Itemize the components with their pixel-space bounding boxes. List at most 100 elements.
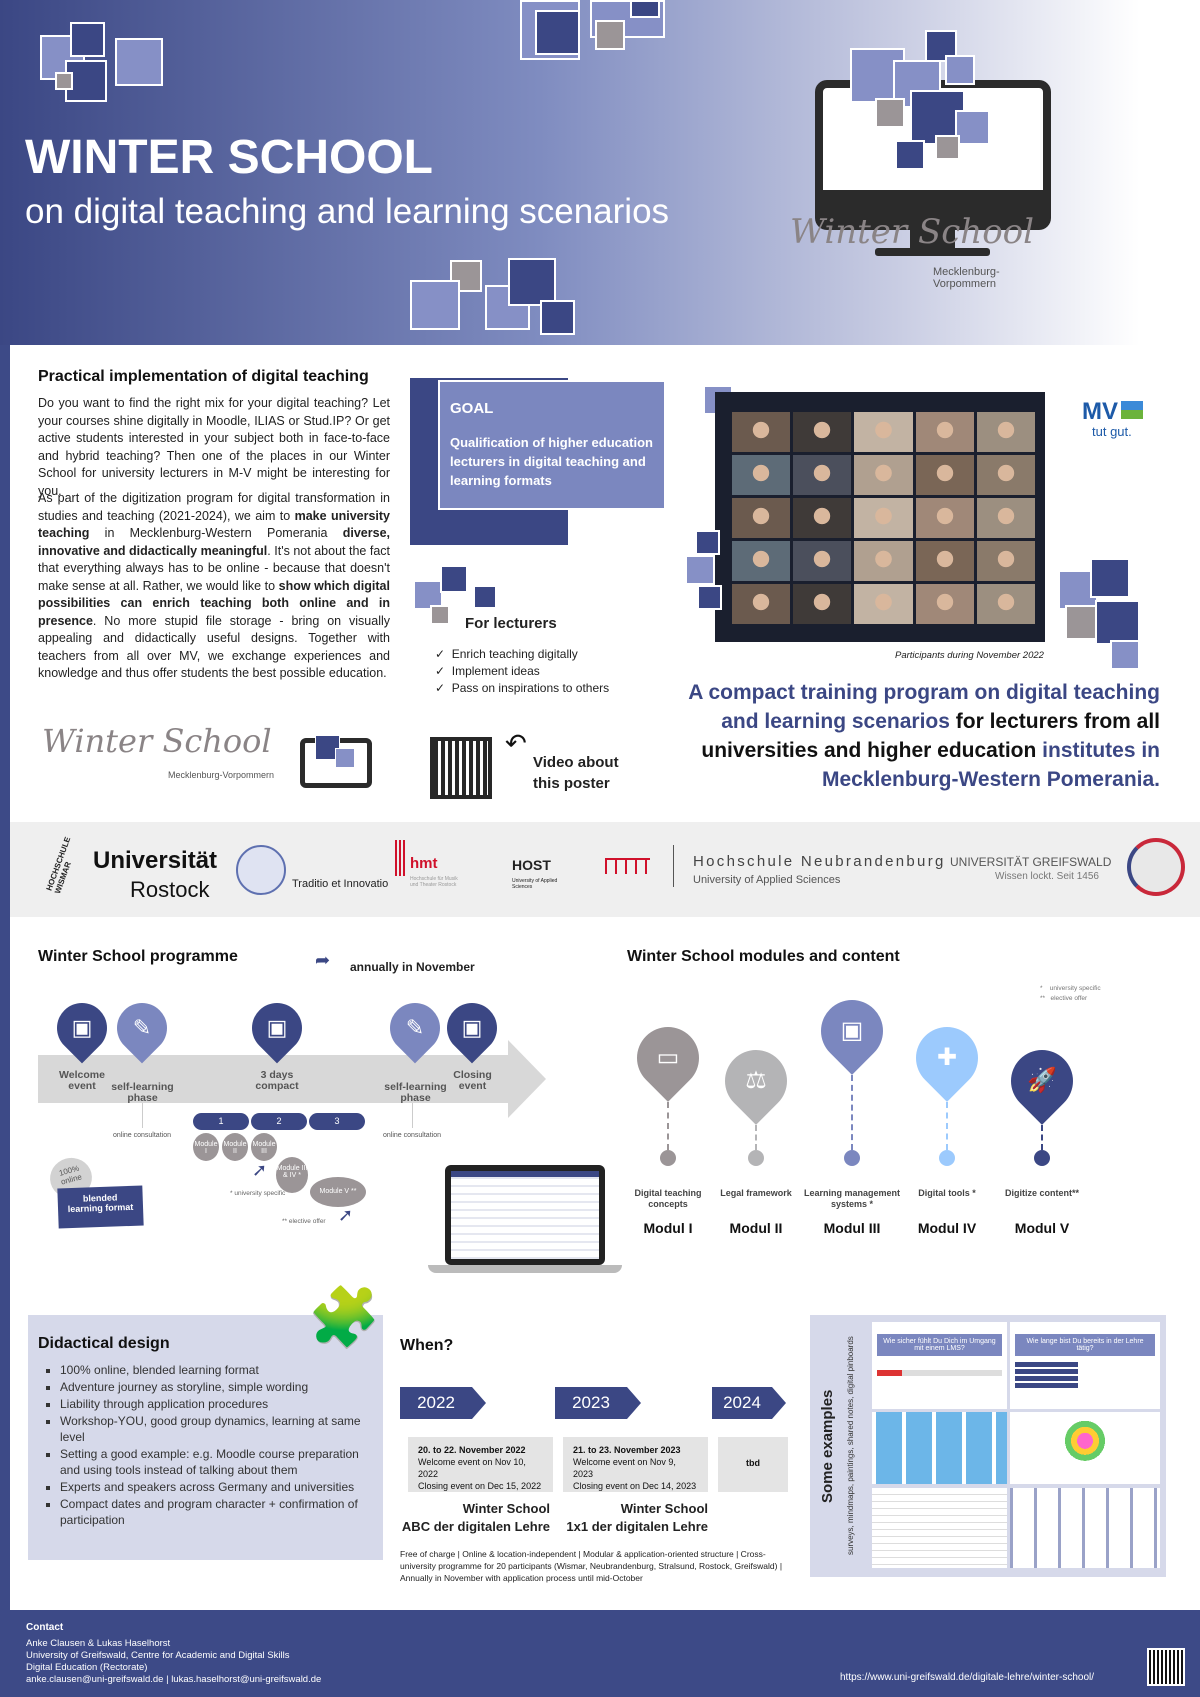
participant-tile xyxy=(976,498,1035,538)
connector xyxy=(412,1103,413,1128)
puzzle-icon: ✚ xyxy=(936,1044,958,1071)
decor-square xyxy=(473,585,497,609)
decor-square xyxy=(1110,640,1140,670)
decor-square xyxy=(595,20,625,50)
participant-tile xyxy=(854,584,913,624)
participant-tile xyxy=(732,541,791,581)
participant-tile xyxy=(732,455,791,495)
timeline-arrow xyxy=(38,1055,508,1103)
logo-region: Mecklenburg-Vorpommern xyxy=(933,266,1000,290)
video-meeting-icon: ▣ xyxy=(840,1017,864,1044)
intro-paragraph-2: As part of the digitization program for … xyxy=(38,491,391,680)
decor-square xyxy=(508,258,556,306)
year-arrow xyxy=(627,1387,641,1419)
module-badge: Module I xyxy=(193,1133,219,1161)
goal-box: GOAL Qualification of higher education l… xyxy=(438,380,666,510)
example-mindmap xyxy=(872,1412,1007,1484)
contact-org: University of Greifswald, Centre for Aca… xyxy=(26,1650,290,1661)
goal-title: GOAL xyxy=(450,400,494,417)
step-self-learning: self-learning phase xyxy=(111,1081,174,1104)
logo-uni-rostock-2: Rostock xyxy=(130,877,210,902)
decor-square xyxy=(1090,558,1130,598)
logo-uni-greifswald: UNIVERSITÄT GREIFSWALD xyxy=(950,855,1112,869)
module-label: Digital tools *Modul IV xyxy=(897,1188,997,1236)
lecturers-item: ✓ Pass on inspirations to others xyxy=(435,681,610,695)
module-connector xyxy=(1041,1125,1043,1150)
logo-uni-rostock: Universität xyxy=(93,847,218,874)
didactic-item: Workshop-YOU, good group dynamics, learn… xyxy=(60,1413,370,1445)
didactic-item: Liability through application procedures xyxy=(60,1396,370,1412)
website-link[interactable]: https://www.uni-greifswald.de/digitale-l… xyxy=(840,1672,1095,1683)
lecturers-title: For lecturers xyxy=(465,615,557,632)
programme-heading: Winter School programme xyxy=(38,948,238,965)
monitor-icon xyxy=(300,735,372,788)
participant-tile xyxy=(854,412,913,452)
year-2024: 2024 xyxy=(712,1387,772,1419)
day-3: 3 xyxy=(309,1113,365,1130)
video-qr-code[interactable] xyxy=(430,737,492,799)
participant-tile xyxy=(854,541,913,581)
intro-paragraph-1: Do you want to find the right mix for yo… xyxy=(38,396,390,498)
host-sub: University of Applied Sciences xyxy=(512,878,558,890)
module-desc: Digital teaching concepts xyxy=(634,1188,702,1209)
clipboard-icon: ✎ xyxy=(132,1015,152,1040)
module-dot xyxy=(1034,1150,1050,1166)
module-connector xyxy=(755,1125,757,1150)
video-label: Video about this poster xyxy=(533,754,619,792)
logo-region-small: Mecklenburg-Vorpommern xyxy=(168,770,275,780)
when-note: Free of charge | Online & location-indep… xyxy=(400,1549,783,1583)
decor-square xyxy=(540,300,575,335)
module-desc: Digitize content** xyxy=(1004,1188,1079,1198)
step-welcome: Welcome event xyxy=(59,1069,105,1092)
example-painting xyxy=(1010,1412,1160,1484)
contact-heading: Contact xyxy=(26,1622,64,1633)
legend-univ-specific: * university specific xyxy=(1040,985,1101,992)
poster-header: WINTER SCHOOL on digital teaching and le… xyxy=(0,0,1200,345)
module-dot xyxy=(844,1150,860,1166)
participant-tile xyxy=(732,584,791,624)
module-badge: Module III xyxy=(251,1133,277,1161)
decor-square xyxy=(70,22,105,57)
nb-mark xyxy=(605,858,650,874)
rostock-motto: Traditio et Innovatio xyxy=(292,878,389,890)
participant-tile xyxy=(793,498,852,538)
participant-tile xyxy=(854,498,913,538)
curved-arrow-icon: ➦ xyxy=(315,950,331,970)
module-badge: Module III & IV * xyxy=(276,1157,308,1193)
website-qr-code[interactable] xyxy=(1147,1648,1185,1686)
curved-arrow-icon: ➚ xyxy=(338,1205,354,1225)
blended-badge: blended learning format xyxy=(57,1185,144,1229)
step-compact: 3 days compact xyxy=(255,1069,299,1092)
examples-title: Some examples xyxy=(819,1389,836,1503)
examples-subtitle: surveys, mindmaps, paintings, shared not… xyxy=(846,1336,855,1556)
goal-text: Qualification of higher education lectur… xyxy=(450,435,653,488)
logo-hmt: hmt xyxy=(410,855,438,872)
year-arrow xyxy=(472,1387,486,1419)
participant-tile xyxy=(732,412,791,452)
example-pinboard xyxy=(1010,1488,1160,1568)
didactic-panel xyxy=(28,1315,383,1560)
when-heading: When? xyxy=(400,1337,454,1354)
decor-square xyxy=(1065,605,1100,640)
nb-sub: University of Applied Sciences xyxy=(693,874,841,886)
year-arrow xyxy=(772,1387,786,1419)
modules-heading: Winter School modules and content xyxy=(627,948,900,965)
lecturers-item: ✓ Enrich teaching digitally xyxy=(435,647,578,661)
participant-tile xyxy=(793,584,852,624)
participant-tile xyxy=(793,541,852,581)
logo-script: Winter School xyxy=(790,212,1035,252)
module-name: Modul V xyxy=(1014,1220,1070,1236)
decor-square xyxy=(535,10,580,55)
example-shared-notes xyxy=(872,1488,1007,1568)
contact-emails[interactable]: anke.clausen@uni-greifswald.de | lukas.h… xyxy=(26,1674,322,1685)
timeline-arrowhead xyxy=(508,1040,546,1118)
decor-square xyxy=(115,38,163,86)
day-2: 2 xyxy=(251,1113,307,1130)
contact-names: Anke Clausen & Lukas Haselhorst xyxy=(26,1638,171,1649)
rostock-seal xyxy=(236,845,286,895)
intro-heading: Practical implementation of digital teac… xyxy=(38,368,369,385)
